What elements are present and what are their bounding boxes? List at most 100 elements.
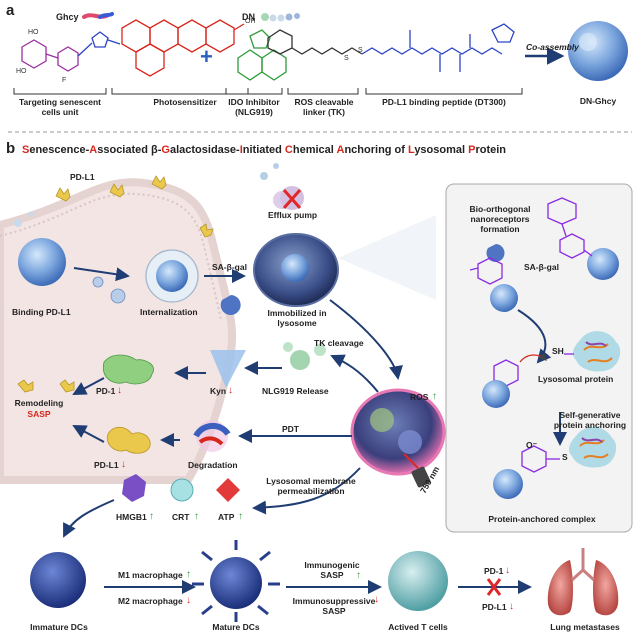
binding-nanoparticle xyxy=(18,238,66,286)
title-part-12: L xyxy=(408,144,415,156)
self-gen-label: Self-generative protein anchoring xyxy=(553,410,627,430)
plus-sign: + xyxy=(200,44,213,69)
svg-text:HO: HO xyxy=(16,68,27,75)
svg-text:S: S xyxy=(358,47,363,54)
remodeling-label: Remodeling xyxy=(14,398,64,408)
quinone-methide-structure xyxy=(469,257,503,285)
title-part-0: S xyxy=(22,144,30,156)
title-part-6: I xyxy=(239,144,243,156)
pd1-bottom-down-arrow: ↓ xyxy=(505,565,510,576)
atp-up-arrow: ↑ xyxy=(238,511,243,522)
anchoring-reaction-structure xyxy=(493,359,519,387)
dn-title: DN xyxy=(242,12,255,22)
pd1-down-arrow: ↓ xyxy=(117,385,122,396)
title-part-1: enescence- xyxy=(29,144,90,156)
anchored-complex-structure xyxy=(521,445,560,473)
o-minus-label: O⁻ xyxy=(526,440,538,450)
lyso-protein-label: Lysosomal protein xyxy=(538,374,614,384)
title-part-8: C xyxy=(284,144,293,156)
tk-cleavage-label: TK cleavage xyxy=(314,338,364,348)
unit-brackets xyxy=(13,88,523,95)
laser-icon xyxy=(403,453,431,488)
hmgb1-label: HMGB1 xyxy=(116,512,147,522)
pd1-bottom-label: PD-1 xyxy=(484,566,504,576)
title-part-7: nitiated xyxy=(242,144,285,156)
title-part-5: alactosidase- xyxy=(169,144,240,156)
block-x-icon xyxy=(486,578,502,596)
dn-icon xyxy=(261,13,300,22)
atp-label: ATP xyxy=(218,512,235,522)
efflux-pump-icon xyxy=(273,186,304,210)
pdl1-bottom-down-arrow: ↓ xyxy=(509,601,514,612)
pdt-label: PDT xyxy=(282,424,299,434)
m2-down-arrow: ↓ xyxy=(186,595,191,606)
sasp-label: SASP xyxy=(27,409,51,419)
svg-text:OH: OH xyxy=(245,18,256,25)
kyn-label: Kyn xyxy=(210,386,227,396)
pdl1-mid-label: PD-L1 xyxy=(94,460,119,470)
kyn-icon xyxy=(210,350,246,388)
title-part-14: P xyxy=(468,144,476,156)
m1-label: M1 macrophage xyxy=(118,570,183,580)
crt-label: CRT xyxy=(172,512,190,522)
title-part-11: nchoring of xyxy=(344,144,408,156)
t-cell-icon xyxy=(388,551,448,611)
crt-icon xyxy=(170,478,194,502)
title-part-2: A xyxy=(89,144,98,156)
pd1-protein xyxy=(102,354,154,385)
kyn-down-arrow: ↓ xyxy=(228,385,233,396)
svg-text:HO: HO xyxy=(28,29,39,36)
ros-lysosome xyxy=(350,388,446,476)
unit-photosensitizer: Photosensitizer xyxy=(153,97,217,107)
ros-up-arrow: ↑ xyxy=(432,391,437,402)
sabgal-right-label: SA-β-gal xyxy=(524,262,559,272)
pdl1-mid-down-arrow: ↓ xyxy=(121,459,126,470)
title-part-4: G xyxy=(161,144,170,156)
title-part-15: rotein xyxy=(475,144,507,156)
bio-ortho-label: Bio-orthogonal nanoreceptors formation xyxy=(469,204,531,234)
ghcy-title: Ghcy xyxy=(56,12,79,22)
nlg-release-label: NLG919 Release xyxy=(262,386,329,396)
sh-label: SH xyxy=(552,346,564,356)
svg-text:F: F xyxy=(62,77,66,84)
title-part-13: ysosomal xyxy=(414,144,469,156)
dn-structure xyxy=(237,23,515,81)
lmp-label: Lysosomal membrane permeabilization xyxy=(266,476,356,496)
anchored-complex-label: Protein-anchored complex xyxy=(488,514,596,524)
unit-peptide: PD-L1 binding peptide (DT300) xyxy=(382,97,506,107)
atp-icon xyxy=(216,478,240,502)
immature-dc-label: Immature DCs xyxy=(30,622,88,632)
panel-b-label: b xyxy=(6,140,16,157)
title-part-9: hemical xyxy=(292,144,337,156)
sabgal-label: SA-β-gal xyxy=(212,262,247,272)
co-assembly-label: Co-assembly xyxy=(526,42,579,52)
m2-label: M2 macrophage xyxy=(118,596,183,606)
pdl1-bottom-label: PD-L1 xyxy=(482,602,507,612)
galactose-probe-structure xyxy=(547,197,585,259)
internalization-label: Internalization xyxy=(140,307,198,317)
pdl1-receptors xyxy=(17,175,214,393)
hmgb1-icon xyxy=(122,474,146,502)
pdl1-top-label: PD-L1 xyxy=(70,172,95,182)
immunogenic-up-arrow: ↑ xyxy=(356,570,361,581)
ghcy-structure xyxy=(21,19,245,77)
svg-text:S: S xyxy=(344,55,349,62)
mature-dc-label: Mature DCs xyxy=(212,622,260,632)
immunogenic-label: Immunogenic SASP xyxy=(304,560,360,580)
panel-b-title: Senescence-Associated β-Galactosidase-In… xyxy=(22,144,506,156)
dn-ghcy-label: DN-Ghcy xyxy=(579,96,617,106)
anchored-protein-icon xyxy=(569,427,617,468)
mature-dc-icon xyxy=(192,540,280,622)
unit-ido: IDO Inhibitor (NLG919) xyxy=(228,97,280,117)
panel-a-label: a xyxy=(6,2,15,19)
efflux-label: Efflux pump xyxy=(268,210,318,220)
m1-up-arrow: ↑ xyxy=(186,569,191,580)
lung-label: Lung metastases xyxy=(550,622,620,632)
ros-label: ROS xyxy=(410,392,429,402)
immobilized-label: Immobilized in lysosome xyxy=(267,308,327,328)
crt-up-arrow: ↑ xyxy=(194,511,199,522)
title-part-10: A xyxy=(336,144,345,156)
t-cells-label: Actived T cells xyxy=(388,622,448,632)
title-part-3: ssociated β- xyxy=(97,144,162,156)
